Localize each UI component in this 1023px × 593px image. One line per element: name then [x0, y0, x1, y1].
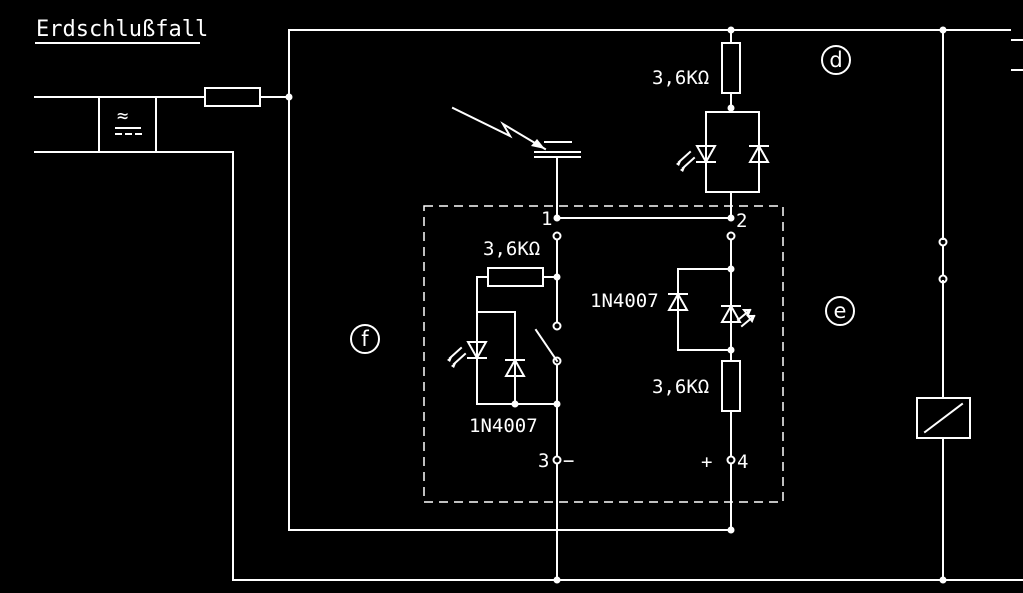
- terminal-1-contact: [552, 231, 562, 241]
- top-resistor-icon: [721, 29, 741, 113]
- right-resistor-icon: [721, 360, 741, 412]
- lightning-arrow-icon: [451, 106, 547, 151]
- terminal-2-contact: [726, 231, 736, 241]
- right-diode-icon: [667, 291, 689, 311]
- switch-contact-top: [552, 321, 562, 331]
- ac-dc-converter-icon: ≈: [98, 96, 157, 153]
- svg-text:d: d: [829, 48, 842, 72]
- right-edge-stubs: [1011, 39, 1023, 71]
- left-branch: [447, 231, 562, 581]
- right-diode-label: 1N4007: [590, 290, 659, 312]
- terminal-4-contact: [726, 455, 736, 465]
- right-resistor-label: 3,6KΩ: [652, 376, 709, 398]
- right-led-icon: [720, 303, 742, 323]
- terminal-4-label: 4: [737, 451, 748, 473]
- terminal-3-contact: [552, 455, 562, 465]
- relay-contact-icon: [937, 237, 949, 284]
- minus-sign: −: [563, 450, 574, 472]
- main-wiring: [232, 29, 1023, 581]
- top-resistor-label: 3,6KΩ: [652, 67, 709, 89]
- circle-label-d: d: [821, 45, 851, 75]
- terminal-2-label: 2: [736, 210, 747, 232]
- fuse-icon: [204, 87, 261, 107]
- left-resistor-icon: [487, 267, 544, 287]
- svg-text:e: e: [834, 299, 847, 323]
- left-resistor-label: 3,6KΩ: [483, 238, 540, 260]
- left-led-icon: [466, 341, 488, 361]
- terminal-1-label: 1: [541, 208, 552, 230]
- circle-label-e: e: [825, 296, 855, 326]
- supply-symbol-label: ≈: [117, 105, 128, 127]
- left-diode-icon: [504, 357, 526, 377]
- relay-coil-icon: [916, 397, 971, 439]
- terminal-3-label: 3: [538, 450, 549, 472]
- page-title: Erdschlußfall: [36, 17, 208, 42]
- top-led-diode-pair: [676, 111, 770, 219]
- right-branch: [667, 231, 756, 531]
- top-led-icon: [695, 145, 717, 165]
- svg-text:f: f: [361, 327, 369, 351]
- plus-sign: +: [701, 451, 712, 473]
- switch-blade: [534, 328, 559, 363]
- light-sensor-icon: [534, 141, 581, 215]
- top-diode-icon: [748, 143, 770, 163]
- left-diode-label: 1N4007: [469, 415, 538, 437]
- circle-label-f: f: [350, 324, 380, 354]
- module-box: [423, 205, 784, 503]
